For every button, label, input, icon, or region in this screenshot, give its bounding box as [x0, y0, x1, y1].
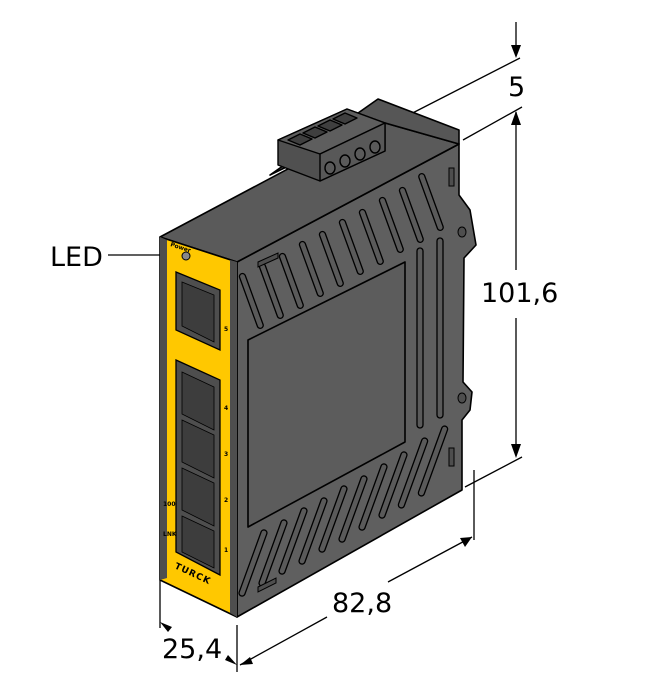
dim-height: 101,6 — [481, 278, 558, 309]
svg-text:LNK: LNK — [163, 531, 177, 538]
vent-slots-bottom — [238, 425, 449, 597]
svg-text:5: 5 — [224, 326, 228, 333]
port-4 — [181, 371, 215, 431]
port-2 — [181, 467, 215, 527]
dim-top-offset: 5 — [508, 72, 525, 103]
led-indicator — [181, 251, 191, 261]
svg-text:3: 3 — [224, 451, 228, 458]
svg-text:4: 4 — [224, 405, 228, 412]
led-callout-label: LED — [50, 242, 103, 273]
side-recess — [247, 261, 406, 528]
front-details: Power 5 4 3 2 1 100 LNK TURCK — [163, 241, 228, 587]
dim-depth: 82,8 — [332, 588, 392, 619]
port-1 — [181, 515, 215, 569]
latch-slots — [257, 167, 467, 593]
dimension-lines — [108, 22, 523, 672]
dim-width: 25,4 — [162, 634, 222, 665]
vent-slots-top — [238, 172, 444, 330]
port-3 — [181, 419, 215, 479]
svg-text:100: 100 — [163, 501, 176, 508]
svg-text:1: 1 — [224, 547, 228, 554]
terminal-block — [277, 108, 386, 182]
svg-text:2: 2 — [224, 497, 228, 504]
vent-slots-vertical — [416, 237, 444, 429]
